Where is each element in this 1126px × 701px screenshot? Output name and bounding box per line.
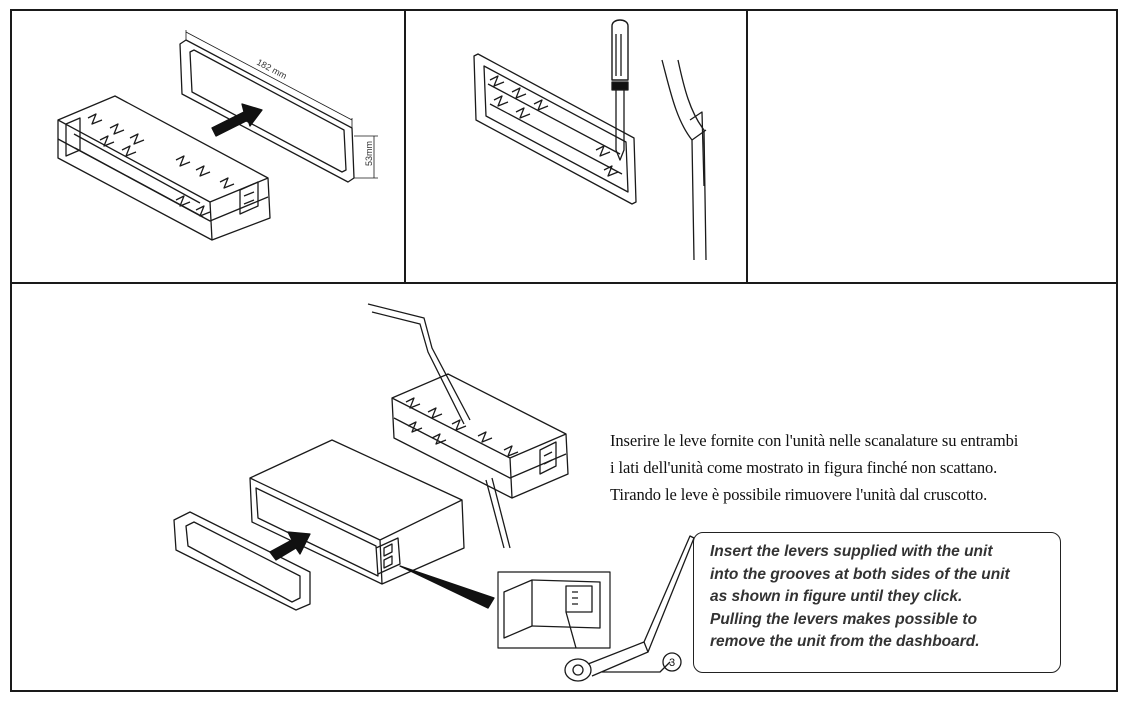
key-lever-icon [564, 535, 695, 682]
screwdriver-icon [611, 19, 629, 161]
english-line-4: Pulling the levers makes possible to [710, 610, 978, 628]
mounting-sleeve-drawing [57, 95, 271, 241]
pointer-arrow-icon [399, 565, 495, 609]
head-unit-drawing [249, 439, 465, 585]
english-line-2: into the grooves at both sides of the un… [710, 565, 1010, 583]
english-line-3: as shown in figure until they click. [710, 588, 963, 605]
insert-arrow-icon-2 [269, 531, 311, 561]
italian-line-1: Inserire le leve fornite con l'unità nel… [610, 431, 1019, 450]
english-line-1: Insert the levers supplied with the unit [710, 543, 993, 560]
italian-line-3: Tirando le leve è possibile rimuovere l'… [610, 485, 988, 504]
callout-number: 3 [669, 657, 675, 669]
english-instruction-box: Insert the levers supplied with the unit… [693, 532, 1061, 673]
trim-frame-drawing [179, 30, 378, 183]
italian-line-2: i lati dell'unità come mostrato in figur… [610, 458, 998, 477]
detail-inset [497, 571, 611, 649]
english-line-5: remove the unit from the dashboard. [710, 633, 980, 650]
dashboard-sleeve-drawing [473, 53, 707, 261]
lever-tools-drawing [367, 303, 511, 549]
removal-sleeve-drawing [391, 373, 569, 499]
english-instructions: Insert the levers supplied with the unit… [710, 541, 1010, 654]
callout-circle [662, 652, 682, 672]
panel-screwdriver-tabs [404, 9, 748, 284]
front-trim-frame-drawing [173, 511, 311, 611]
dimension-height-label: 53mm [364, 141, 374, 166]
insert-arrow-icon [211, 103, 263, 137]
